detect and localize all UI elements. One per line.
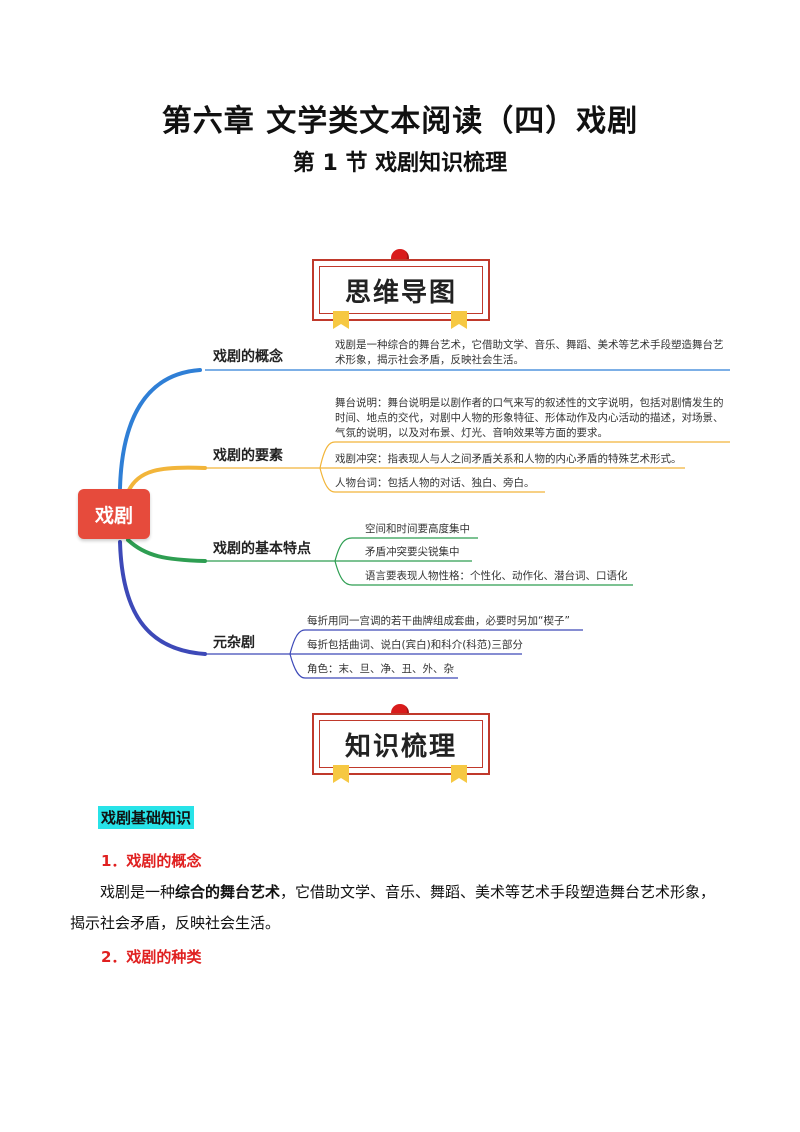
page-title: 第六章 文学类文本阅读（四）戏剧: [161, 104, 639, 139]
mindmap-banner-title: 思维导图: [319, 266, 483, 314]
ribbon-icon: [451, 311, 467, 329]
knowledge-banner: 知识梳理: [312, 713, 490, 775]
connector-elements: [126, 465, 207, 494]
connector-zaju: [118, 540, 207, 656]
leaf-zaju-3: 角色：末、旦、净、丑、外、杂: [307, 663, 454, 675]
leaf-zaju-2: 每折包括曲词、说白(宾白)和科介(科范)三部分: [307, 639, 523, 651]
mindmap-root: 戏剧: [78, 489, 150, 539]
para-text-end: ，它借助文学、音乐、舞蹈、美术等艺术手段塑造舞台艺术形象，揭示社会矛盾，反映社会…: [70, 883, 716, 932]
leaf-line-features-3: [334, 560, 633, 586]
leaf-features-1: 空间和时间要高度集中: [365, 523, 470, 535]
leaf-elements-2: 戏剧冲突：指表现人与人之间矛盾关系和人物的内心矛盾的特殊艺术形式。: [335, 453, 682, 465]
leaf-line-zaju-1: [289, 629, 583, 655]
leaf-line-zaju-3: [289, 653, 458, 679]
leaf-elements-1: 舞台说明：舞台说明是以剧作者的口气来写的叙述性的文字说明，包括对剧情发生的时间、…: [335, 397, 724, 439]
branch-zaju: 元杂剧: [213, 635, 255, 651]
connector-concept: [118, 368, 202, 490]
ribbon-icon: [451, 765, 467, 783]
branch-features: 戏剧的基本特点: [213, 541, 311, 557]
knowledge-banner-title: 知识梳理: [319, 720, 483, 768]
leaf-line-elements-3: [319, 467, 545, 493]
heading-types: 2．戏剧的种类: [101, 948, 202, 966]
connector-features: [126, 538, 207, 563]
leaf-elements-3: 人物台词：包括人物的对话、独白、旁白。: [335, 477, 535, 489]
ribbon-icon: [333, 311, 349, 329]
leaf-line-features-1: [334, 537, 478, 562]
branch-elements: 戏剧的要素: [213, 448, 283, 464]
leaf-line-elements-1: [319, 441, 730, 469]
ribbon-icon: [333, 765, 349, 783]
mindmap-banner: 思维导图: [312, 259, 490, 321]
section-label: 戏剧基础知识: [98, 806, 195, 829]
leaf-features-3: 语言要表现人物性格：个性化、动作化、潜台词、口语化: [365, 570, 628, 582]
leaf-concept-1: 戏剧是一种综合的舞台艺术，它借助文学、音乐、舞蹈、美术等艺术手段塑造舞台艺术形象…: [335, 339, 724, 366]
page-subtitle: 第 1 节 戏剧知识梳理: [292, 151, 508, 176]
para-bold-term: 综合的舞台艺术: [175, 883, 281, 901]
leaf-features-2: 矛盾冲突要尖锐集中: [365, 546, 460, 558]
branch-concept: 戏剧的概念: [213, 349, 283, 365]
para-text-start: 戏剧是一种: [100, 883, 176, 901]
concept-paragraph: 戏剧是一种综合的舞台艺术，它借助文学、音乐、舞蹈、美术等艺术手段塑造舞台艺术形象…: [70, 877, 730, 939]
leaf-zaju-1: 每折用同一宫调的若干曲牌组成套曲，必要时另加“楔子”: [307, 615, 570, 627]
heading-concept: 1．戏剧的概念: [101, 852, 202, 870]
